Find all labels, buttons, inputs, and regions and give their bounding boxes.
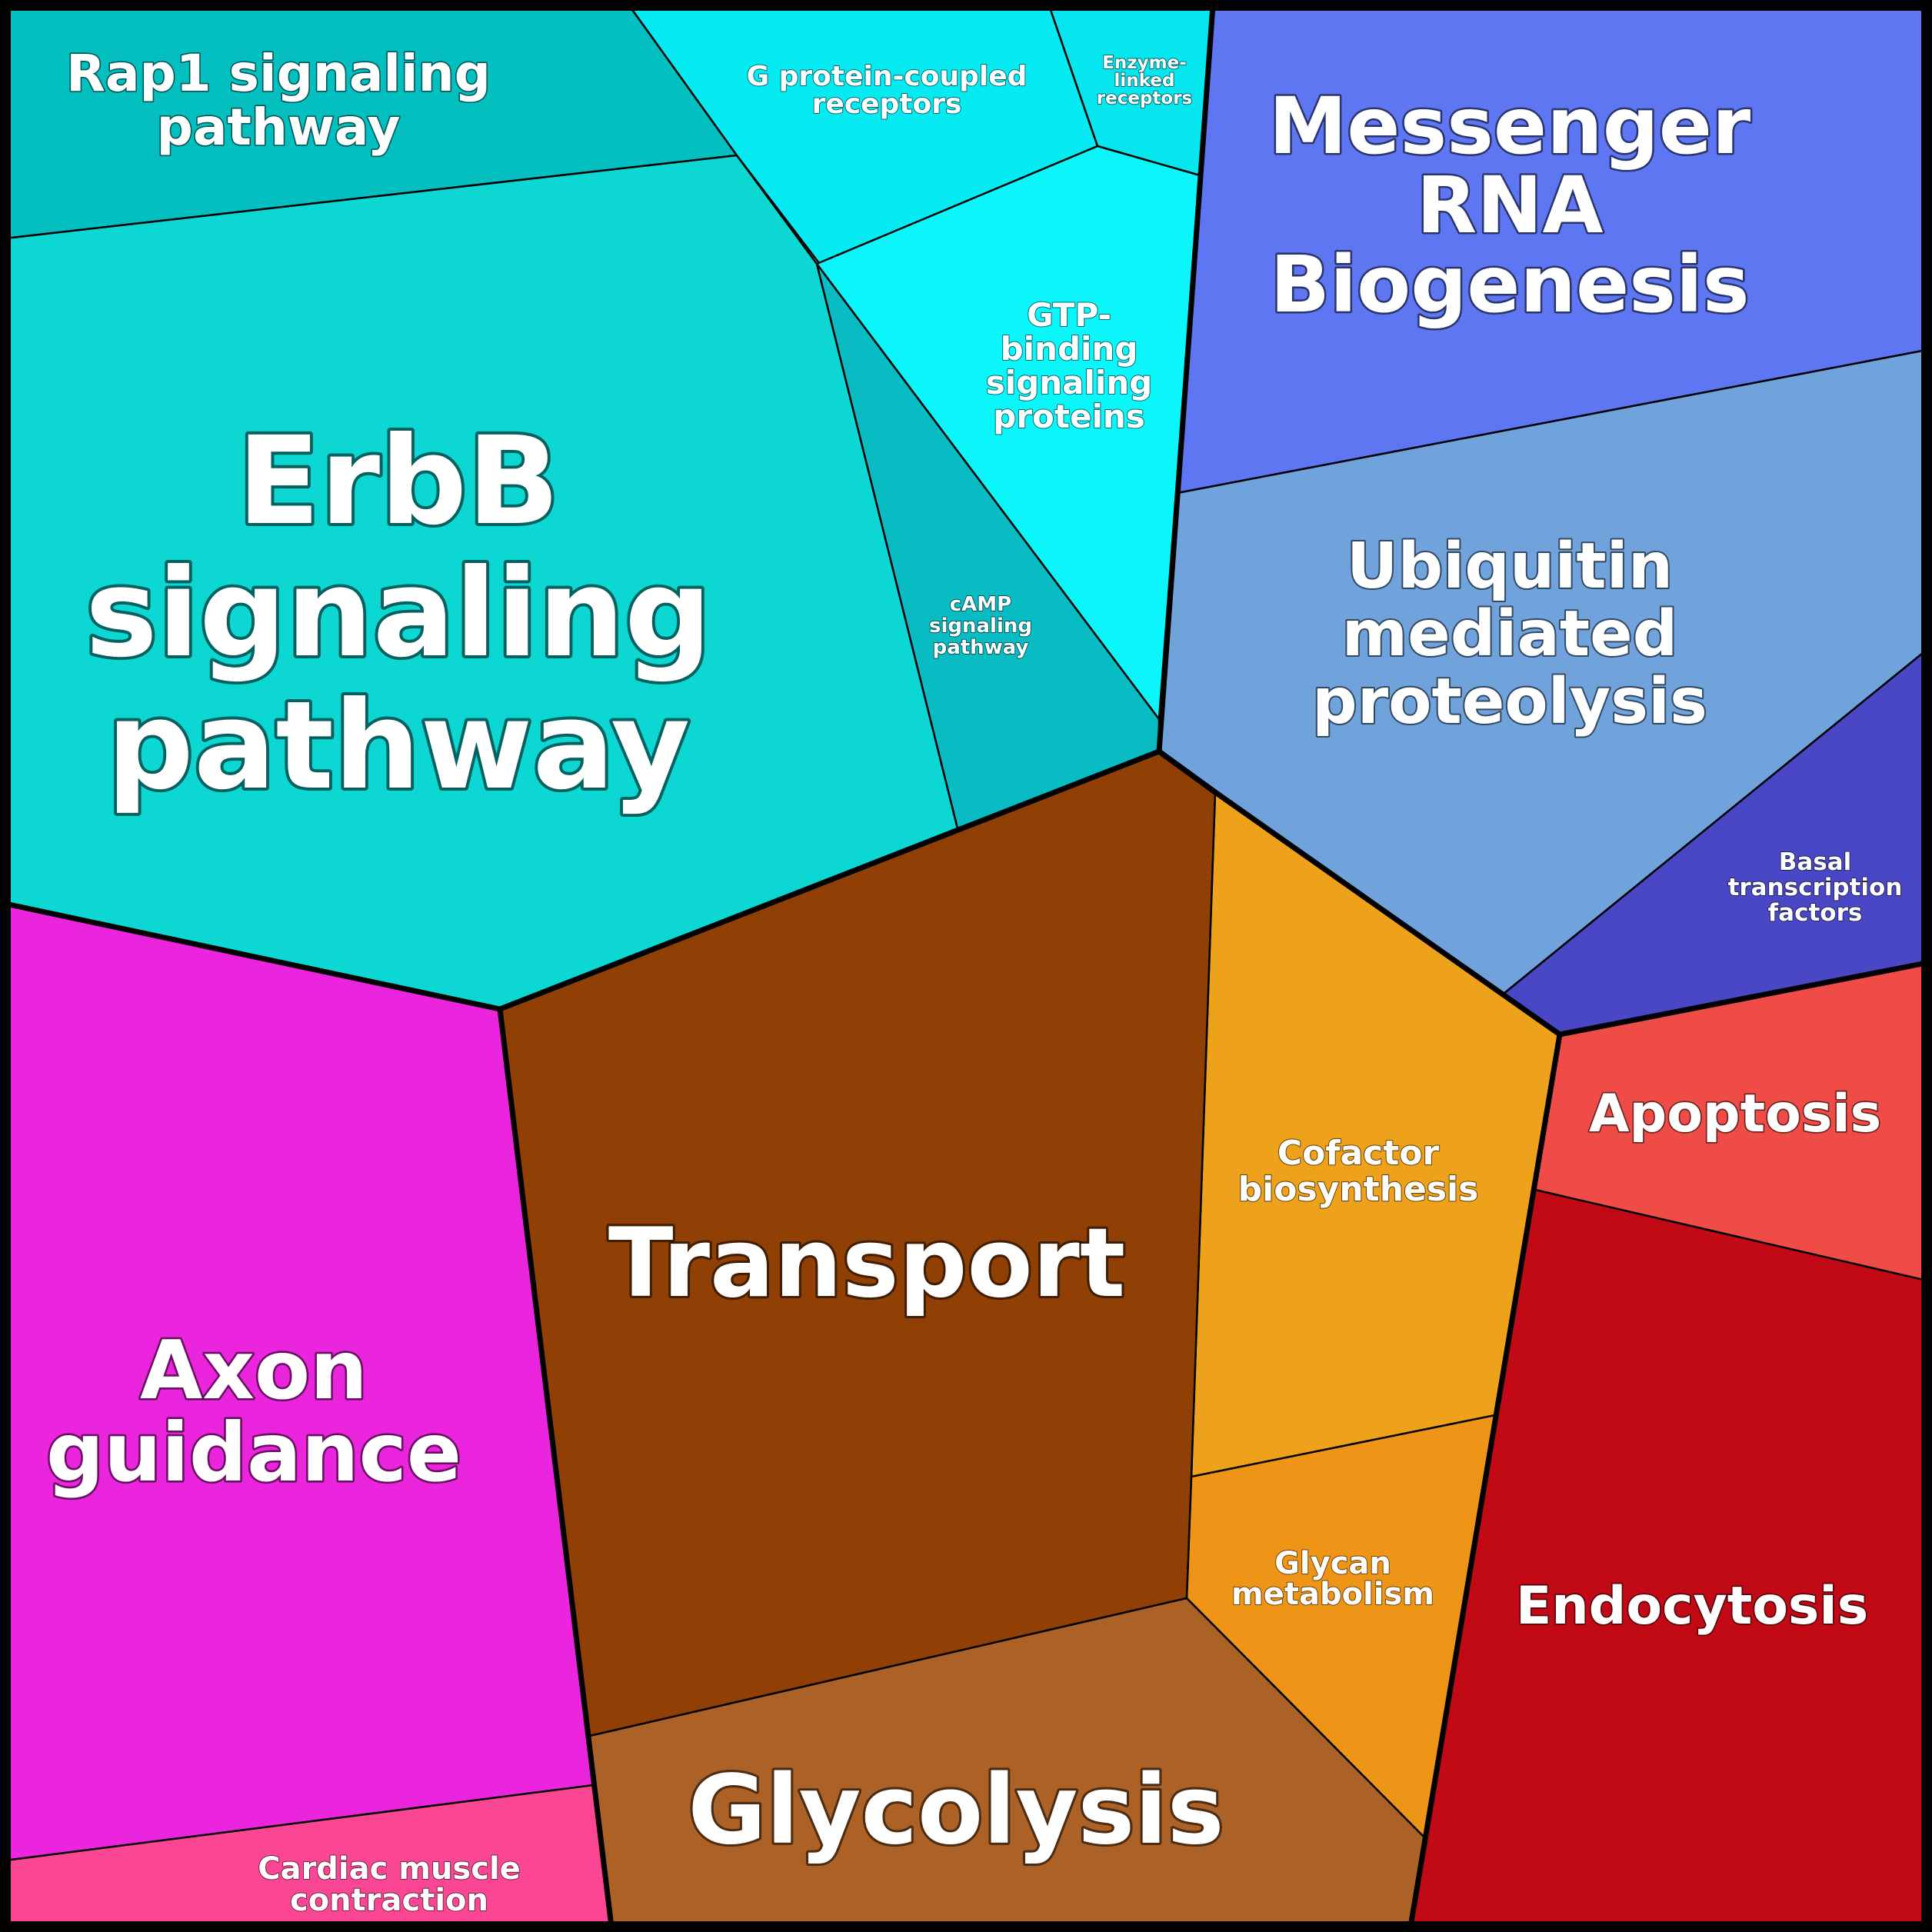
gtp-binding-signaling-proteins-label-line: binding [1001, 330, 1138, 368]
ubiquitin-mediated-proteolysis-label-line: Ubiquitin [1347, 530, 1673, 603]
transport-label: Transport [608, 1208, 1125, 1319]
gtp-binding-signaling-proteins-label-line: proteins [993, 398, 1145, 435]
messenger-rna-biogenesis-label-line: Messenger [1269, 81, 1750, 172]
signaling-mrna-boundary [1156, 2, 1216, 754]
g-protein-coupled-receptors-label-line: receptors [812, 88, 962, 120]
rap1-signaling-pathway-label-line: pathway [157, 98, 401, 157]
gtp-binding-signaling-proteins-label-line: signaling [986, 364, 1152, 401]
glycan-metabolism-label-line: metabolism [1231, 1577, 1434, 1612]
erbb-signaling-pathway-label-line: ErbB [237, 411, 559, 552]
cofactor-biosynthesis-label-line: biosynthesis [1238, 1170, 1479, 1209]
axon-guidance-label-line: Axon [140, 1324, 368, 1417]
apoptosis-label-line: Apoptosis [1589, 1084, 1881, 1144]
glycolysis-label-line: Glycolysis [688, 1755, 1224, 1866]
enzyme-linked-receptors-label-line: linked [1114, 71, 1175, 91]
cofactor-biosynthesis-label-line: Cofactor [1277, 1134, 1440, 1173]
erbb-signaling-pathway-label-line: signaling [85, 543, 711, 685]
endocytosis-label: Endocytosis [1516, 1576, 1868, 1637]
gtp-binding-signaling-proteins-label-line: GTP- [1027, 296, 1111, 334]
messenger-rna-biogenesis-label-line: RNA [1417, 160, 1604, 251]
axon-transport-boundary [497, 1006, 615, 1930]
erbb-signaling-pathway-label-line: pathway [107, 675, 690, 817]
apoptosis-label: Apoptosis [1589, 1084, 1881, 1144]
glycan-metabolism-label-line: Glycan [1274, 1546, 1391, 1581]
ubiquitin-metabolism-boundary [1156, 748, 1218, 795]
endocytosis-label-line: Endocytosis [1516, 1576, 1868, 1637]
g-protein-coupled-receptors-label-line: G protein-coupled [747, 61, 1028, 92]
ubiquitin-mediated-proteolysis-label-line: mediated [1342, 598, 1678, 671]
glycolysis-label: Glycolysis [688, 1755, 1224, 1866]
camp-signaling-pathway-label-line: signaling [929, 615, 1032, 638]
metabolism-endocytosis-boundary [1407, 1031, 1563, 1930]
rap1-signaling-pathway-label-line: Rap1 signaling [66, 44, 491, 103]
cardiac-muscle-contraction-label-line: contraction [290, 1883, 488, 1918]
camp-signaling-pathway-label-line: cAMP [950, 593, 1011, 616]
cell-layer [4, 4, 1928, 1928]
basal-transcription-factors-label-line: transcription [1728, 874, 1903, 901]
enzyme-linked-receptors-label-line: receptors [1097, 88, 1192, 108]
messenger-rna-biogenesis-label-line: Biogenesis [1270, 239, 1749, 331]
basal-transcription-factors-label-line: factors [1768, 899, 1863, 927]
cardiac-muscle-contraction-label-line: Cardiac muscle [258, 1851, 521, 1887]
enzyme-linked-receptors-label-line: Enzyme- [1102, 53, 1187, 73]
transport-label-line: Transport [608, 1208, 1125, 1319]
axon-guidance-label-line: guidance [46, 1406, 461, 1500]
camp-signaling-pathway-label-line: pathway [933, 636, 1029, 659]
basal-transcription-factors-label-line: Basal [1779, 848, 1852, 876]
ubiquitin-mediated-proteolysis-label-line: proteolysis [1312, 665, 1707, 738]
